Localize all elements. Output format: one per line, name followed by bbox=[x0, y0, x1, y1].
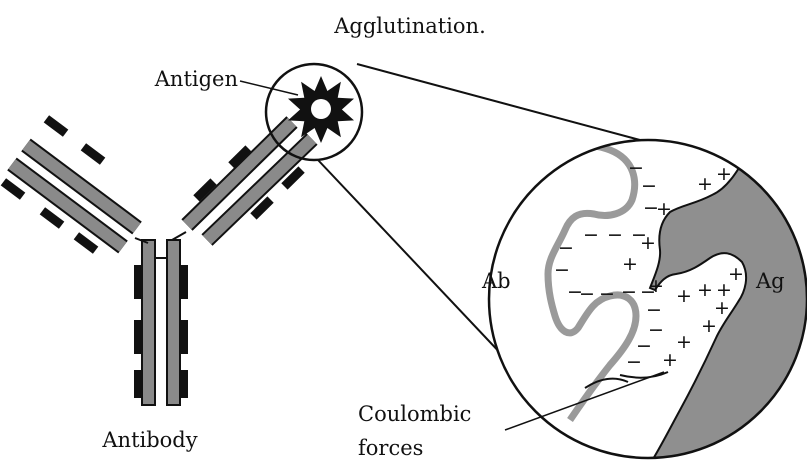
negative-charge: − bbox=[626, 351, 642, 373]
antibody-molecule bbox=[1, 115, 312, 405]
antibody-stem bbox=[134, 240, 188, 405]
positive-charge: + bbox=[728, 263, 744, 285]
ab-label: Ab bbox=[481, 269, 511, 293]
negative-charge: − bbox=[554, 259, 570, 281]
antibody-left-arm bbox=[1, 115, 148, 254]
positive-charge: + bbox=[648, 275, 664, 297]
positive-charge: + bbox=[701, 315, 717, 337]
positive-charge: + bbox=[656, 198, 672, 220]
negative-charge: − bbox=[579, 283, 595, 305]
antigen-star-icon bbox=[288, 76, 354, 143]
positive-charge: + bbox=[640, 232, 656, 254]
positive-charge: + bbox=[676, 285, 692, 307]
negative-charge: − bbox=[583, 224, 599, 246]
negative-charge: − bbox=[621, 281, 637, 303]
antibody-label: Antibody bbox=[101, 428, 197, 452]
positive-charge: + bbox=[662, 349, 678, 371]
positive-charge: + bbox=[676, 331, 692, 353]
coulombic-forces-label-line1: Coulombic bbox=[358, 402, 471, 426]
negative-charge: − bbox=[599, 283, 615, 305]
negative-charge: − bbox=[558, 237, 574, 259]
positive-charge: + bbox=[622, 253, 638, 275]
antibody-right-arm bbox=[172, 122, 312, 240]
positive-charge: + bbox=[697, 279, 713, 301]
positive-charge: + bbox=[716, 163, 732, 185]
coulombic-forces-label-line2: forces bbox=[358, 436, 423, 460]
negative-charge: − bbox=[607, 224, 623, 246]
negative-charge: − bbox=[646, 299, 662, 321]
antigen-label: Antigen bbox=[154, 67, 238, 91]
negative-charge: − bbox=[641, 175, 657, 197]
positive-charge: + bbox=[697, 173, 713, 195]
ag-label: Ag bbox=[755, 269, 785, 293]
diagram-title: Agglutination. bbox=[333, 14, 486, 38]
